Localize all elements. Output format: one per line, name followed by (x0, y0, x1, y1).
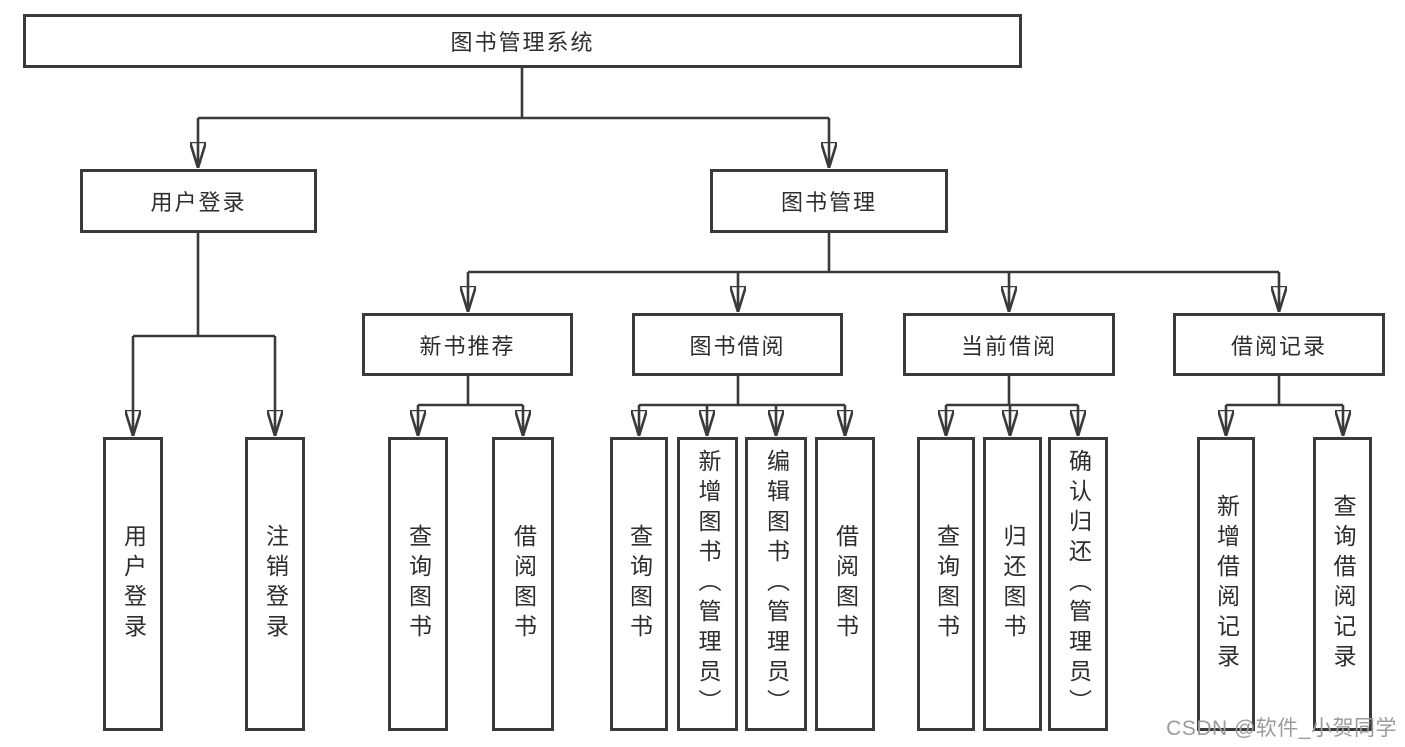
node-user-login: 用户登录 (80, 169, 317, 233)
leaf-return-books: 归还图书 (983, 437, 1042, 731)
node-book-management: 图书管理 (710, 169, 948, 233)
node-book-borrowing: 图书借阅 (632, 313, 843, 376)
leaf-add-book-admin-label: 新增图书（管理员） (695, 449, 721, 719)
node-borrowing-records-label: 借阅记录 (1230, 333, 1327, 359)
edge-book-borrowing-to-leaves (639, 376, 845, 435)
leaf-confirm-return-admin: 确认归还（管理员） (1048, 437, 1108, 731)
leaf-edit-book-admin: 编辑图书（管理员） (745, 437, 807, 731)
edge-book-management-to-level3 (468, 233, 1279, 311)
root-node-label: 图书管理系统 (450, 30, 595, 55)
leaf-add-borrow-record-label: 新增借阅记录 (1213, 494, 1240, 674)
leaf-query-borrow-record-label: 查询借阅记录 (1330, 494, 1356, 674)
leaf-query-books-current-label: 查询图书 (933, 524, 960, 644)
leaf-return-books-label: 归还图书 (1000, 524, 1026, 644)
edge-current-borrowing-to-leaves (946, 376, 1078, 435)
node-borrowing-records: 借阅记录 (1173, 313, 1385, 376)
node-current-borrowing-label: 当前借阅 (960, 333, 1057, 359)
edge-user-login-to-leaves (133, 232, 275, 435)
leaf-query-books-recommend: 查询图书 (388, 437, 448, 731)
leaf-add-book-admin: 新增图书（管理员） (677, 437, 738, 731)
leaf-borrow-books-borrowing: 借阅图书 (815, 437, 875, 731)
root-node: 图书管理系统 (23, 14, 1022, 68)
node-new-book-recommend-label: 新书推荐 (419, 333, 516, 359)
node-book-borrowing-label: 图书借阅 (689, 333, 786, 359)
node-book-management-label: 图书管理 (780, 190, 877, 215)
leaf-query-borrow-record: 查询借阅记录 (1313, 437, 1372, 731)
edge-root-to-level2 (198, 68, 829, 167)
node-new-book-recommend: 新书推荐 (362, 313, 573, 376)
edge-new-book-to-leaves (418, 376, 523, 435)
node-user-login-label: 用户登录 (150, 190, 247, 215)
leaf-borrow-books-recommend-label: 借阅图书 (510, 524, 537, 644)
leaf-query-books-borrowing-label: 查询图书 (626, 524, 653, 644)
leaf-logout: 注销登录 (245, 437, 305, 731)
leaf-logout-label: 注销登录 (262, 524, 289, 644)
leaf-user-login-label: 用户登录 (120, 524, 147, 644)
leaf-edit-book-admin-label: 编辑图书（管理员） (763, 449, 790, 719)
leaf-query-books-borrowing: 查询图书 (610, 437, 668, 731)
node-current-borrowing: 当前借阅 (903, 313, 1115, 376)
leaf-add-borrow-record: 新增借阅记录 (1197, 437, 1255, 731)
leaf-confirm-return-admin-label: 确认归还（管理员） (1065, 449, 1092, 719)
leaf-borrow-books-borrowing-label: 借阅图书 (832, 524, 859, 644)
leaf-query-books-recommend-label: 查询图书 (405, 524, 432, 644)
leaf-borrow-books-recommend: 借阅图书 (492, 437, 554, 731)
leaf-query-books-current: 查询图书 (917, 437, 975, 731)
leaf-user-login: 用户登录 (103, 437, 163, 731)
edge-borrowing-records-to-leaves (1226, 376, 1343, 435)
watermark: CSDN @软件_小贺同学 (1166, 717, 1397, 740)
